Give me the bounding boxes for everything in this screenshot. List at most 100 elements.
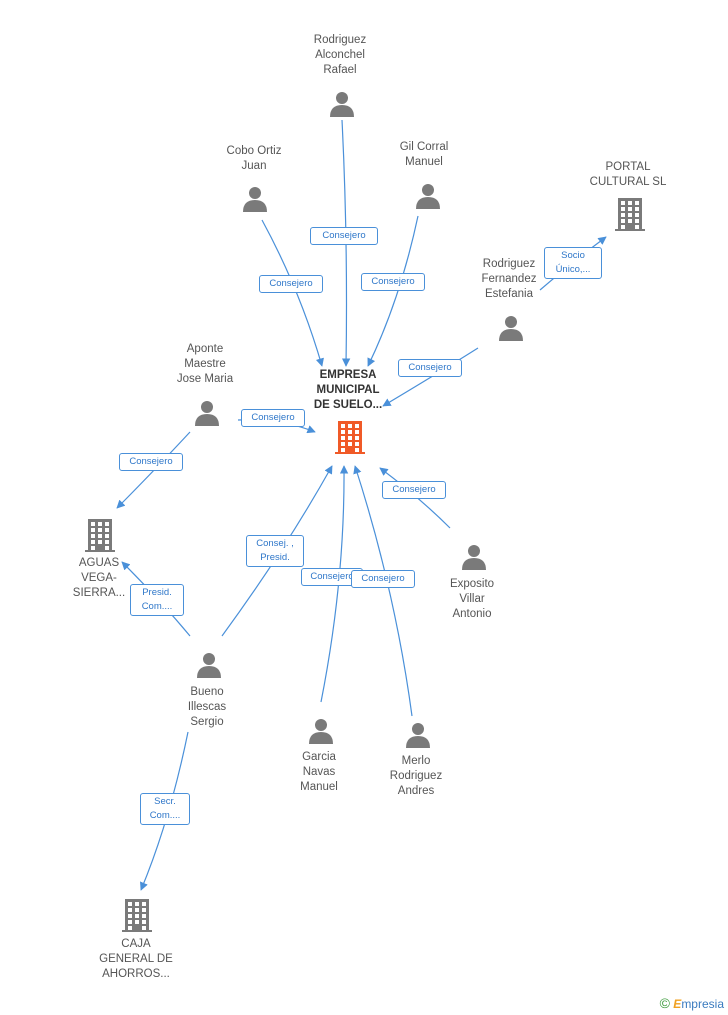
edge-label-bueno_illescas-to-caja_general[interactable]: Secr. Com....	[140, 793, 190, 825]
brand-name: mpresia	[681, 997, 724, 1011]
node-label-line: AGUAS	[78, 556, 120, 569]
edge-merlo_rodriguez-to-center	[353, 465, 413, 717]
node-label-line: Rodriguez	[313, 33, 367, 46]
person-icon-rodriguez_fernandez[interactable]	[497, 314, 525, 347]
node-label-line: Manuel	[300, 780, 338, 793]
node-label-line: DE SUELO...	[313, 398, 383, 411]
node-label-line: AHORROS...	[102, 967, 170, 980]
person-icon-aponte_maestre[interactable]	[193, 399, 221, 432]
edge-label-line: Consejero	[269, 278, 313, 289]
node-label-line: Villar	[459, 592, 485, 605]
edge-label-line: Consejero	[392, 484, 436, 495]
edge-label-rodriguez_fernandez-to-center[interactable]: Consejero	[398, 359, 462, 377]
edge-label-line: Com....	[149, 810, 181, 821]
node-label-line: CULTURAL SL	[589, 176, 667, 188]
edge-label-line: Consejero	[129, 456, 173, 467]
node-label-line: Aponte	[186, 342, 224, 355]
node-label-line: Jose Maria	[176, 372, 234, 385]
person-icon-gil_corral[interactable]	[414, 182, 442, 215]
person-icon-rodriguez_alconchel[interactable]	[328, 90, 356, 123]
edge-label-line: Único,...	[555, 264, 591, 275]
node-label-line: Antonio	[452, 607, 492, 620]
brand-initial: E	[673, 997, 682, 1011]
person-icon-cobo_ortiz[interactable]	[241, 185, 269, 218]
building-icon-portal_cultural[interactable]	[614, 197, 646, 236]
edge-gil_corral-to-center	[367, 215, 419, 367]
edge-label-bueno_illescas-to-aguas_vega[interactable]: Presid. Com....	[130, 584, 184, 616]
node-label-line: Cobo Ortiz	[226, 145, 282, 157]
edge-label-garcia_navas-to-center[interactable]: Consejero	[301, 568, 363, 586]
person-icon-exposito_villar[interactable]	[460, 543, 488, 576]
edge-label-line: Consejero	[251, 412, 295, 423]
edge-label-line: Consejero	[371, 276, 415, 287]
edge-label-line: Consejero	[408, 362, 452, 373]
node-label-caja_general[interactable]: CAJA GENERAL DE AHORROS...	[88, 937, 184, 982]
node-label-line: Exposito	[449, 577, 495, 590]
edge-label-gil_corral-to-center[interactable]: Consejero	[361, 273, 425, 291]
edge-label-cobo_ortiz-to-center[interactable]: Consejero	[259, 275, 323, 293]
copyright-symbol: ©	[659, 995, 670, 1011]
edge-rodriguez_fernandez-to-center	[382, 347, 479, 407]
edge-label-merlo_rodriguez-to-center[interactable]: Consejero	[351, 570, 415, 588]
node-label-line: Maestre	[184, 357, 226, 370]
edge-label-rodriguez_alconchel-to-center[interactable]: Consejero	[310, 227, 378, 245]
building-icon-center[interactable]	[334, 420, 366, 459]
brand-watermark: © Empresia	[660, 995, 724, 1011]
node-label-line: Rodriguez	[482, 257, 536, 270]
edge-label-line: Consej. ,	[256, 538, 294, 549]
node-label-line: PORTAL	[605, 161, 651, 173]
node-label-line: Manuel	[405, 156, 443, 168]
node-label-line: Estefania	[485, 287, 533, 300]
node-label-line: Gil Corral	[399, 141, 449, 153]
node-label-portal_cultural[interactable]: PORTAL CULTURAL SL	[580, 160, 676, 190]
node-label-line: Juan	[241, 160, 267, 172]
node-label-line: Illescas	[187, 700, 227, 713]
building-icon-aguas_vega[interactable]	[84, 518, 116, 557]
person-icon-garcia_navas[interactable]	[307, 717, 335, 750]
node-label-line: Rodriguez	[389, 769, 443, 782]
edge-label-line: Presid.	[142, 587, 172, 598]
node-label-line: SIERRA...	[72, 586, 126, 599]
person-icon-merlo_rodriguez[interactable]	[404, 721, 432, 754]
node-label-line: Garcia	[302, 750, 336, 763]
node-label-line: Alconchel	[315, 48, 365, 61]
node-label-line: MUNICIPAL	[316, 383, 380, 396]
edge-label-aponte_maestre-to-aguas_vega[interactable]: Consejero	[119, 453, 183, 471]
edge-label-line: Consejero	[310, 571, 354, 582]
node-label-line: Fernandez	[481, 272, 537, 285]
edge-label-line: Consejero	[322, 230, 366, 241]
edge-label-bueno_illescas-to-center[interactable]: Consej. , Presid.	[246, 535, 304, 567]
edge-label-exposito_villar-to-center[interactable]: Consejero	[382, 481, 446, 499]
node-label-line: Bueno	[190, 685, 224, 698]
edge-label-line: Com....	[141, 601, 173, 612]
node-label-line: CAJA	[121, 937, 151, 950]
node-label-line: Sergio	[190, 715, 224, 728]
edge-label-line: Secr.	[154, 796, 176, 807]
edge-label-aponte_maestre-to-center[interactable]: Consejero	[241, 409, 305, 427]
building-icon-caja_general[interactable]	[121, 898, 153, 937]
edge-label-line: Consejero	[361, 573, 405, 584]
person-icon-bueno_illescas[interactable]	[195, 651, 223, 684]
edge-aponte_maestre-to-aguas_vega	[116, 431, 191, 509]
edge-label-line: Presid.	[260, 552, 290, 563]
node-label-line: VEGA-	[81, 571, 117, 584]
edge-label-line: Socio	[561, 250, 585, 261]
node-label-line: Andres	[397, 784, 435, 797]
node-label-aguas_vega[interactable]: AGUAS VEGA- SIERRA...	[51, 556, 147, 601]
node-label-line: Rafael	[323, 63, 357, 76]
node-label-line: GENERAL DE	[99, 952, 173, 965]
node-label-line: Navas	[302, 765, 336, 778]
